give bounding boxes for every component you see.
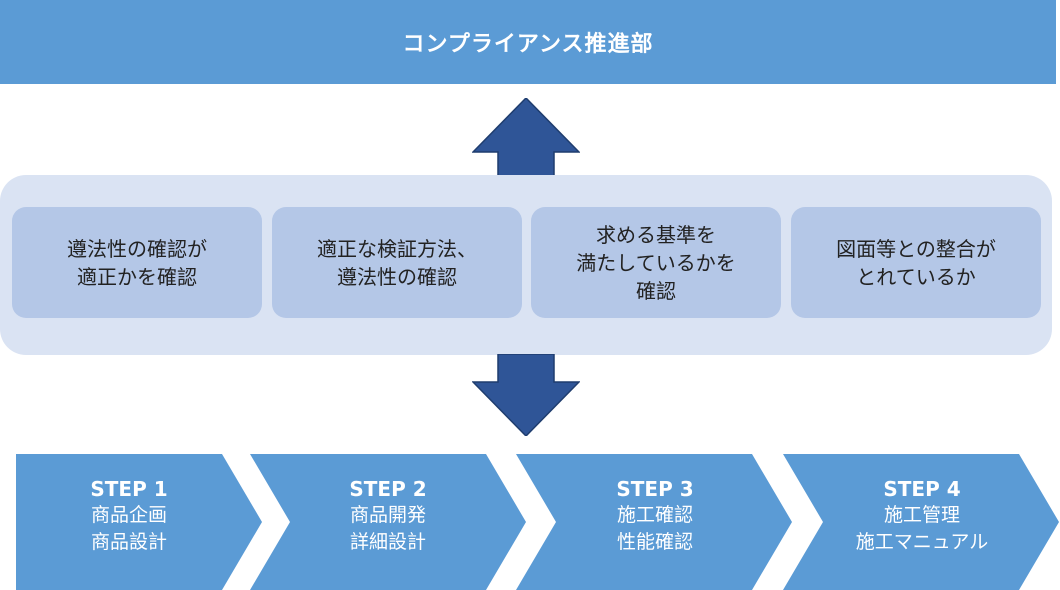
check-box-4-line-1: 図面等との整合が (836, 236, 996, 261)
step-3: STEP 3 施工確認 性能確認 (555, 476, 755, 556)
check-box-1: 遵法性の確認が 適正かを確認 (12, 207, 262, 318)
step-4-chevron (783, 454, 1059, 590)
check-box-3-line-3: 確認 (636, 278, 676, 303)
step-2-line-1: 商品開発 (349, 504, 426, 526)
step-1: STEP 1 商品企画 商品設計 (29, 476, 229, 556)
step-4: STEP 4 施工管理 施工マニュアル (822, 476, 1022, 556)
check-box-2-line-1: 適正な検証方法、 (317, 236, 477, 261)
check-box-4: 図面等との整合が とれているか (791, 207, 1041, 318)
step-3-chevron (516, 454, 792, 590)
arrow-up-icon (472, 98, 580, 176)
step-flow (16, 454, 1059, 590)
check-box-3: 求める基準を 満たしているかを 確認 (531, 207, 781, 318)
step-3-line-2: 性能確認 (616, 531, 693, 553)
check-box-1-line-2: 適正かを確認 (77, 264, 197, 289)
step-2-label: STEP 2 (349, 477, 427, 501)
step-4-line-2: 施工マニュアル (855, 531, 989, 553)
step-1-label: STEP 1 (90, 477, 168, 501)
check-box-1-line-1: 遵法性の確認が (67, 236, 207, 261)
step-1-line-2: 商品設計 (90, 531, 167, 553)
step-4-label: STEP 4 (883, 477, 961, 501)
step-1-line-1: 商品企画 (90, 504, 167, 526)
step-2-line-2: 詳細設計 (349, 531, 426, 553)
check-box-2-line-2: 遵法性の確認 (337, 264, 457, 289)
step-4-line-1: 施工管理 (883, 504, 960, 526)
arrow-down-icon (472, 354, 580, 436)
step-3-label: STEP 3 (616, 477, 694, 501)
step-2: STEP 2 商品開発 詳細設計 (288, 476, 488, 556)
step-3-line-1: 施工確認 (616, 504, 693, 526)
check-box-2: 適正な検証方法、 遵法性の確認 (272, 207, 522, 318)
step-1-chevron (16, 454, 262, 590)
step-2-chevron (250, 454, 526, 590)
check-box-3-line-1: 求める基準を (596, 222, 716, 247)
check-box-3-line-2: 満たしているかを (576, 250, 736, 275)
header-bar: コンプライアンス推進部 (0, 0, 1056, 84)
header-title: コンプライアンス推進部 (402, 32, 654, 57)
check-box-4-line-2: とれているか (856, 264, 976, 289)
